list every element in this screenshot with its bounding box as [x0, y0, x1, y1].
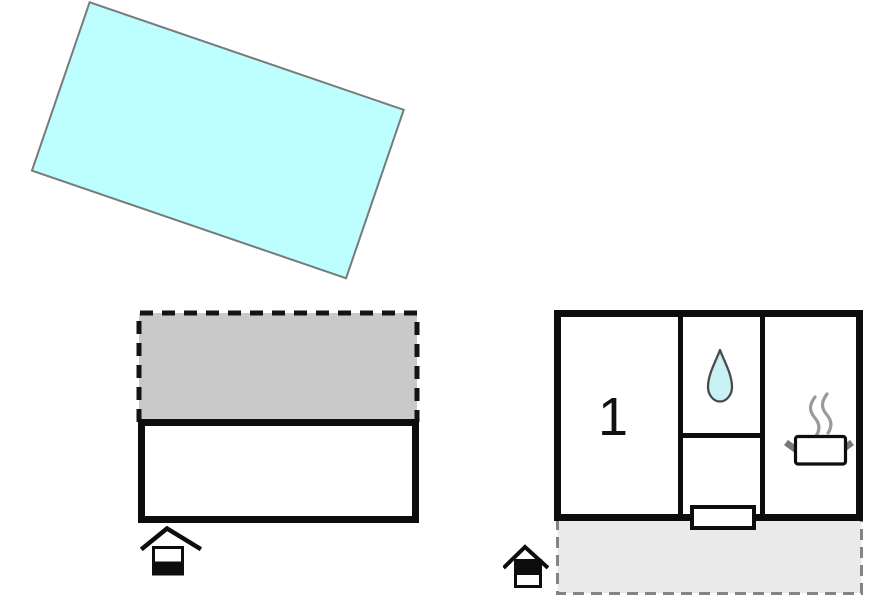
terrace-left [136, 310, 420, 422]
water-drop-icon [706, 348, 734, 403]
building-right: 1 [554, 310, 863, 521]
entrance-icon-right [503, 544, 549, 588]
pool-area [30, 1, 405, 280]
building-left [138, 419, 419, 523]
steam-line-right [820, 392, 833, 435]
terrace-right-dashed-border [556, 519, 863, 595]
room-number: 1 [597, 387, 629, 447]
entrance-icon-left [140, 525, 202, 576]
interior-wall-right [760, 317, 765, 514]
pot-body [793, 434, 848, 466]
terrace-right [556, 519, 863, 595]
drop-shape [706, 348, 734, 403]
interior-wall-left [678, 317, 683, 514]
steam-line-left [808, 395, 821, 438]
interior-wall-bathroom [678, 433, 765, 438]
house-body-black-half [153, 561, 183, 574]
house-body-black-half [515, 560, 541, 575]
roof-icon [140, 525, 202, 552]
terrace-right-fill [557, 520, 862, 593]
terrace-left-dashed-border [136, 310, 420, 422]
cooking-pot-icon [784, 392, 854, 466]
terrace-left-fill [139, 313, 417, 422]
door-opening [690, 505, 756, 530]
